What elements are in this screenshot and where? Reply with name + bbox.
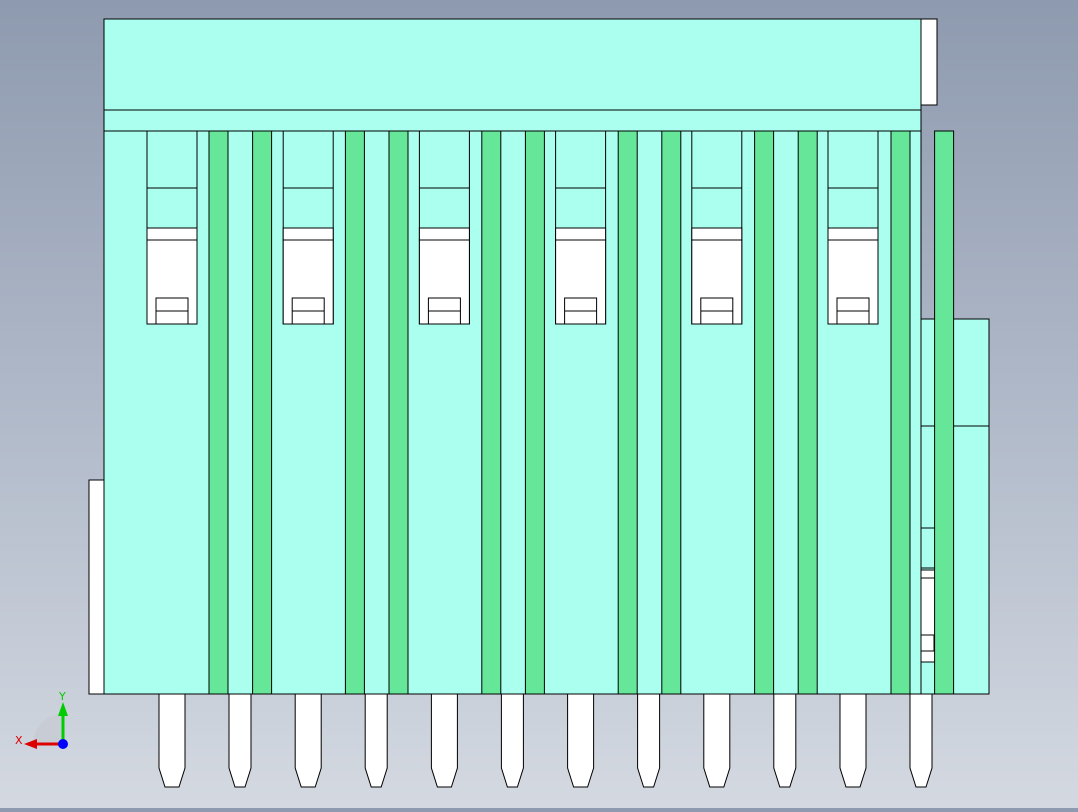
contact-channel	[934, 130, 955, 695]
contact-channel	[890, 130, 911, 695]
pin	[773, 693, 797, 788]
y-axis-label: Y	[58, 690, 66, 703]
triad-quadrant	[33, 714, 63, 744]
latch-window	[827, 130, 879, 325]
stripe-group	[208, 130, 955, 695]
contact-channel	[797, 130, 818, 695]
pin	[364, 693, 388, 788]
x-axis-label: X	[15, 734, 23, 747]
pin	[703, 693, 731, 788]
contact-channel	[344, 130, 365, 695]
side-latch	[920, 318, 990, 695]
pin-group	[158, 693, 933, 788]
contact-channel	[252, 130, 273, 695]
pin	[294, 693, 322, 788]
window-group	[146, 130, 879, 325]
z-axis-dot	[58, 739, 68, 749]
pin	[637, 693, 661, 788]
latch-window	[282, 130, 334, 325]
y-axis-arrow	[58, 702, 68, 716]
x-axis-arrow	[24, 739, 37, 749]
contact-channel	[208, 130, 229, 695]
pin	[228, 693, 252, 788]
contact-channel	[524, 130, 545, 695]
axis-triad: X Y	[15, 690, 68, 749]
latch-window	[555, 130, 607, 325]
contact-channel	[754, 130, 775, 695]
contact-channel	[481, 130, 502, 695]
pin	[500, 693, 524, 788]
pin	[839, 693, 867, 788]
latch-window	[146, 130, 198, 325]
left-edge-strip	[88, 479, 105, 695]
contact-channel	[617, 130, 638, 695]
housing-body	[103, 109, 922, 695]
pin	[158, 693, 186, 788]
pin	[567, 693, 595, 788]
contact-channel	[388, 130, 409, 695]
latch-window	[418, 130, 470, 325]
pin	[430, 693, 458, 788]
latch-window	[691, 130, 743, 325]
contact-channel	[661, 130, 682, 695]
pin	[909, 693, 933, 788]
right-top-tab	[920, 18, 938, 106]
housing-top-cap	[103, 18, 922, 111]
